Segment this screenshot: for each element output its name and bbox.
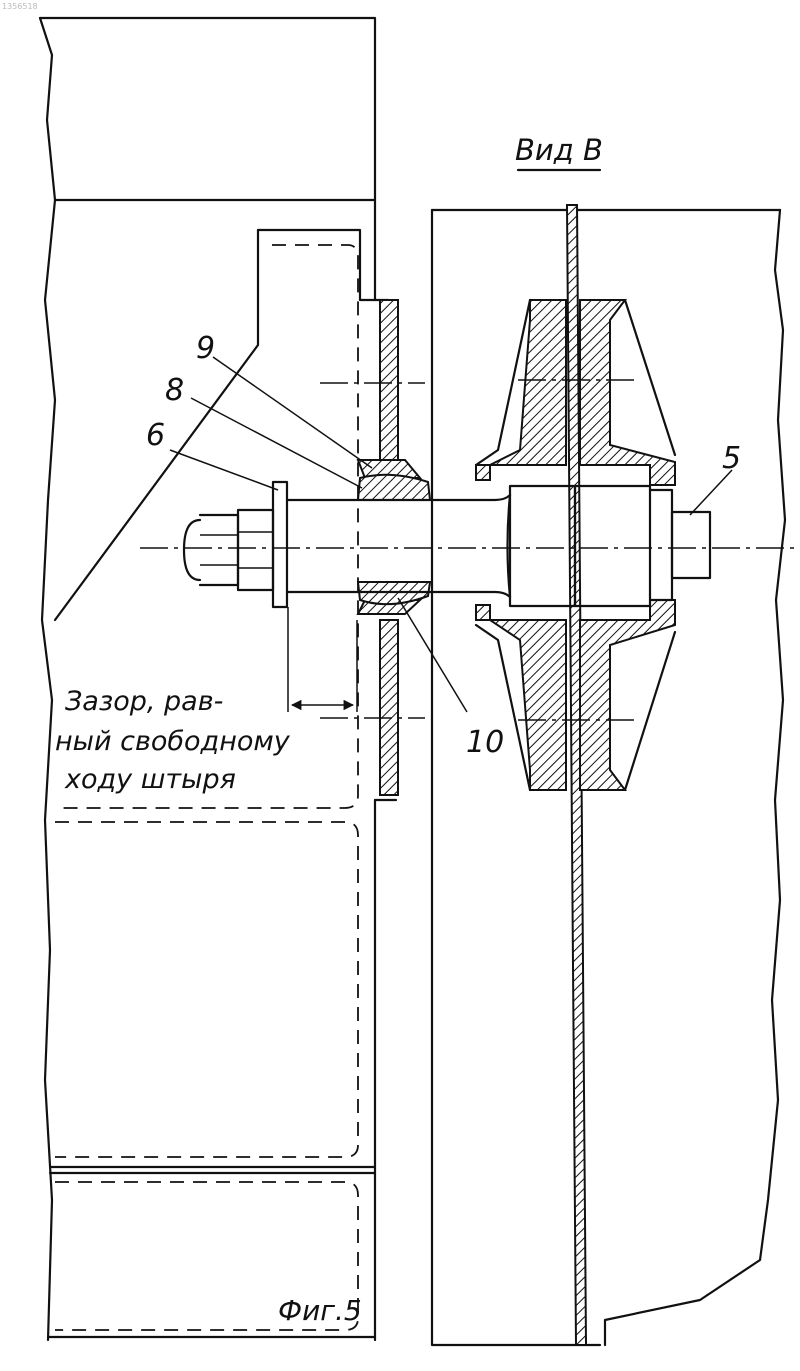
clearance-note-line-3: ходу штыря xyxy=(64,764,236,795)
callout-8: 8 xyxy=(165,373,184,408)
callout-5: 5 xyxy=(722,441,741,476)
corner-mark: 1356518 xyxy=(2,2,38,11)
callout-10: 10 xyxy=(466,725,504,760)
clearance-note-line-2: ный свободному xyxy=(55,726,291,757)
callout-6: 6 xyxy=(146,418,165,453)
clearance-note-line-1: Зазор, рав- xyxy=(65,686,223,717)
pin-bushing xyxy=(358,475,430,604)
leaders xyxy=(170,357,732,712)
clearance-dimension xyxy=(288,607,357,712)
left-frame xyxy=(40,18,396,1340)
washer xyxy=(273,482,287,607)
nut-left xyxy=(184,510,273,590)
view-title: Вид В xyxy=(515,133,603,167)
callout-9: 9 xyxy=(196,331,215,366)
pin-head xyxy=(510,486,710,606)
figure-caption: Фиг.5 xyxy=(278,1294,362,1327)
